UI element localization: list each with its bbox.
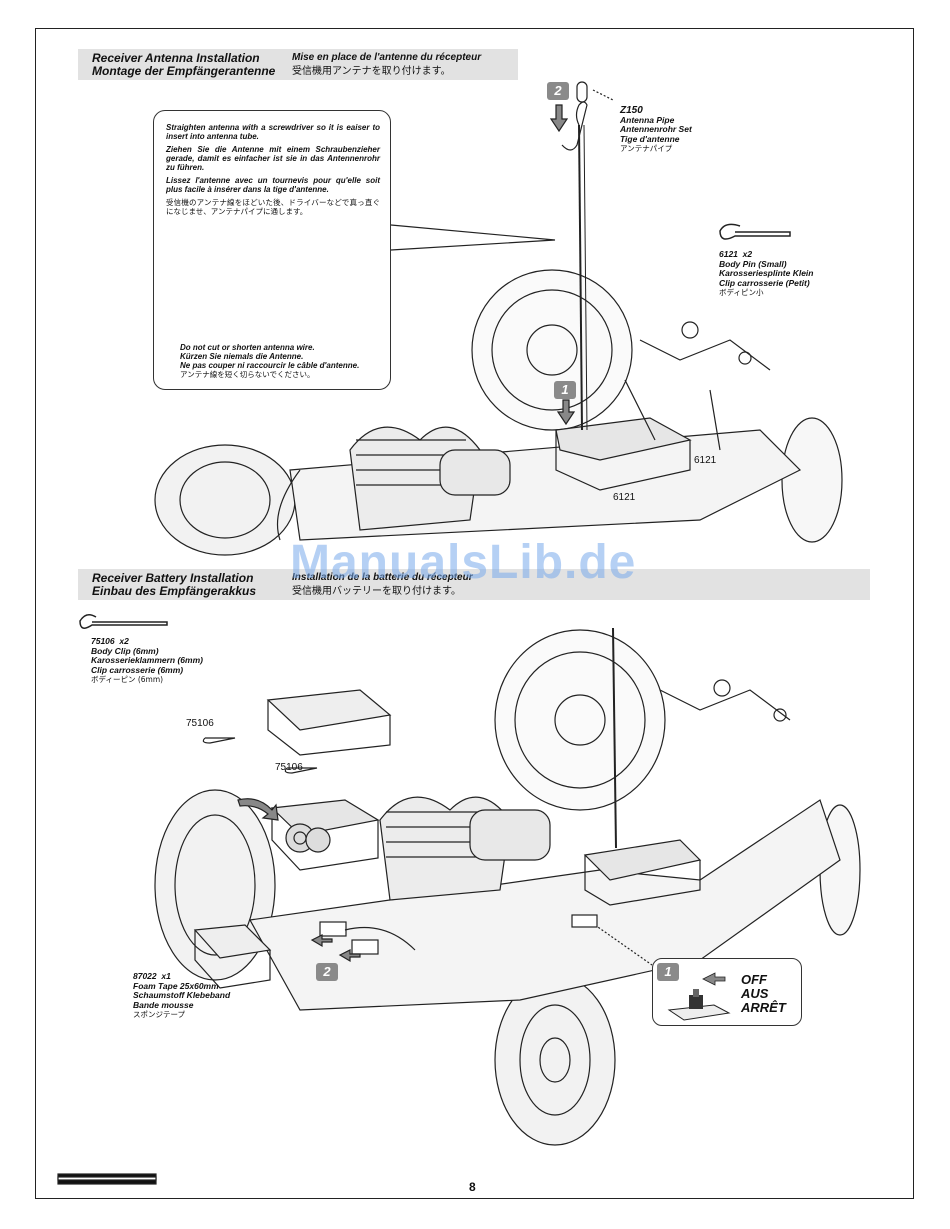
section-title-en: Receiver Battery Installation [92,571,254,585]
part-name-de: Karosseriesplinte Klein [719,268,814,278]
clip-label-a: 75106 [186,718,214,729]
switch-off-fr: ARRÊT [741,1000,786,1015]
part-code: 6121 [719,249,738,259]
part-name-fr: Clip carrosserie (6mm) [91,664,184,675]
part-name-jp: ボディピン小 [719,288,764,297]
section-title-jp: 受信機用アンテナを取り付けます。 [292,66,451,77]
page-frame [35,28,914,1199]
section-title-de: Einbau des Empfängerakkus [92,584,257,598]
switch-icon [667,972,731,1021]
pin-label-a: 6121 [694,455,717,466]
tip-fr: Lissez l'antenne avec un tournevis pour … [166,176,380,194]
section-title-en: Receiver Antenna Installation [92,51,260,65]
tip-en: Straighten antenna with a screwdriver so… [166,123,380,141]
step-2-badge: 2 [316,963,338,981]
part-code: Z150 [620,105,643,116]
warning-en: Do not cut or shorten antenna wire. [180,343,315,352]
part-name-en: Body Pin (Small) [719,258,787,269]
part-name-en: Body Clip (6mm) [91,645,159,656]
section-title-jp: 受信機用バッテリーを取り付けます。 [292,586,461,597]
antenna-tip-box: Straighten antenna with a screwdriver so… [153,110,391,390]
part-name-de: Antennenrohr Set [620,124,692,134]
tip-text: Straighten antenna with a screwdriver so… [166,123,380,220]
tip-de: Ziehen Sie die Antenne mit einem Schraub… [166,145,380,172]
part-name-jp: ボディーピン (6mm) [91,675,164,684]
warning-text: Do not cut or shorten antenna wire. Kürz… [180,343,359,379]
section-title-de: Montage der Empfängerantenne [92,64,276,78]
section-header-antenna: Receiver Antenna Installation Montage de… [78,49,518,80]
switch-off-labels: OFF AUS ARRÊT [741,973,786,1015]
warning-fr: Ne pas couper ni raccourcir le câble d'a… [180,361,360,370]
part-name-jp: スポンジテープ [133,1010,186,1019]
part-code: 87022 [133,971,157,981]
pin-label-b: 6121 [613,492,636,503]
part-name-fr: Bande mousse [133,999,194,1010]
section-title-fr: Installation de la batterie du récepteur [292,572,473,583]
part-callout-z150: Z150 Antenna Pipe Antennenrohr Set Tige … [620,106,692,154]
watermark: ManualsLib.de [290,536,637,589]
part-callout-87022: 87022 x1 Foam Tape 25x60mm Schaumstoff K… [133,971,231,1020]
tip-jp: 受信機のアンテナ線をほどいた後、ドライバーなどで真っ直ぐになじませ、アンテナパイ… [166,198,380,216]
step-1-badge: 1 [554,381,576,399]
section-title-fr: Mise en place de l'antenne du récepteur [292,52,482,63]
warning-de: Kürzen Sie niemals die Antenne. [180,352,304,361]
part-name-en: Foam Tape 25x60mm [133,980,219,991]
switch-off-box: 1 OFF AUS ARRÊT [652,958,802,1026]
part-code: 75106 [91,636,115,646]
warning-jp: アンテナ線を短く切らないでください。 [180,370,315,379]
part-name-fr: Tige d'antenne [620,133,680,144]
part-qty: x2 [119,636,129,646]
switch-off-en: OFF [741,972,767,987]
part-name-en: Antenna Pipe [620,114,675,125]
part-qty: x2 [742,249,753,259]
part-name-de: Schaumstoff Klebeband [133,990,231,1000]
part-callout-75106: 75106 x2 Body Clip (6mm) Karosserieklamm… [91,636,203,685]
page-number: 8 [469,1180,476,1194]
part-callout-6121: 6121 x2 Body Pin (Small) Karosseriesplin… [719,249,814,298]
switch-off-de: AUS [741,986,769,1001]
section-header-battery: Receiver Battery Installation Einbau des… [78,569,870,600]
part-qty: x1 [161,971,171,981]
step-2-badge: 2 [547,82,569,100]
part-name-de: Karosserieklammern (6mm) [91,655,203,665]
part-name-fr: Clip carrosserie (Petit) [719,277,810,288]
clip-label-b: 75106 [275,762,303,773]
part-name-jp: アンテナパイプ [620,144,673,153]
step-1-badge: 1 [657,963,679,981]
